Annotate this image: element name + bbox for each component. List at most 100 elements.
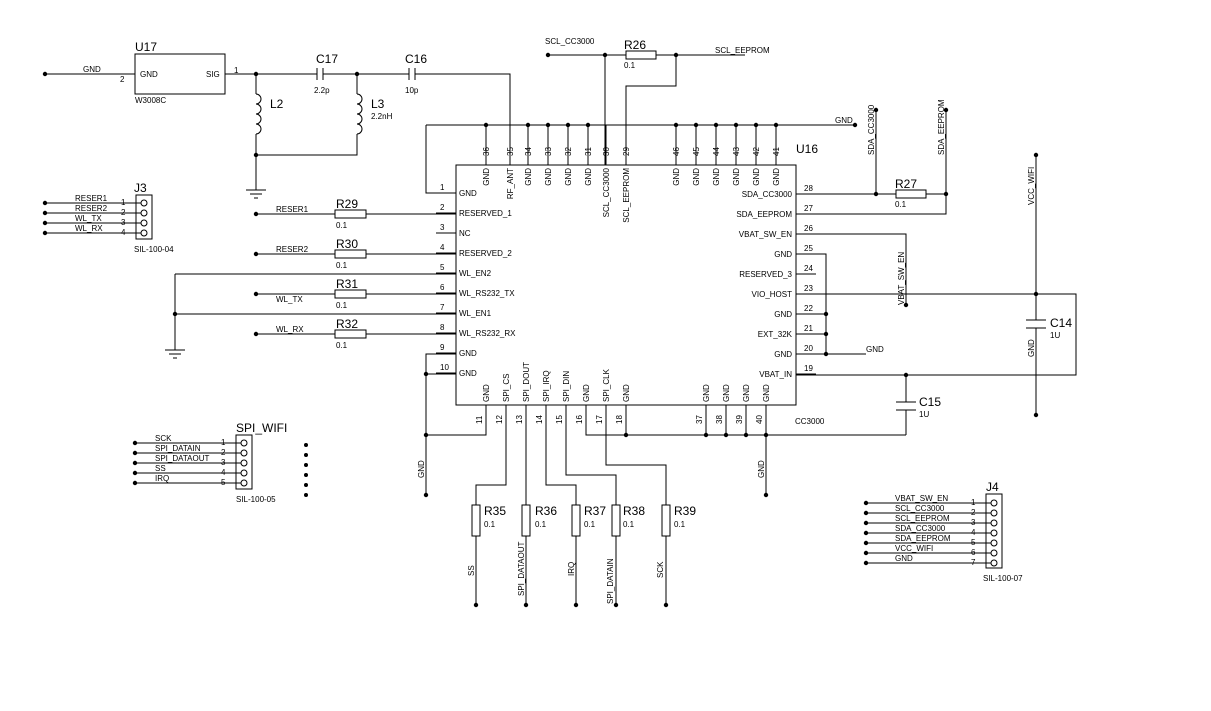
r29-ref: R29: [336, 197, 358, 211]
connector-pin-socket: [990, 509, 998, 517]
vbat-sw-en-wire: [796, 233, 907, 305]
u16-pin-name: SDA_EEPROM: [736, 210, 792, 219]
junction: [673, 52, 679, 58]
junction: [1033, 291, 1039, 297]
u16-pin-number: 36: [482, 147, 491, 156]
connector-pin-number: 3: [121, 218, 126, 227]
u16-pin-number: 4: [440, 243, 445, 252]
connector-pin-socket: [240, 439, 248, 447]
u16-pin-number: 6: [440, 283, 445, 292]
connector-pin-terminal: [863, 560, 869, 566]
wl-rx-net: WL_RX: [276, 325, 304, 334]
r36-body: [521, 504, 531, 537]
u16-pin-number: 40: [755, 415, 764, 424]
unconnected-pin-dot: [304, 493, 308, 497]
junction: [253, 152, 259, 158]
l3-ref: L3: [371, 97, 385, 111]
u16-pin-name: RESERVED_1: [459, 209, 512, 218]
connector-pin-socket: [140, 209, 148, 217]
u17-part: W3008C: [135, 96, 166, 105]
junction: [623, 432, 629, 438]
connector-pin-number: 4: [121, 228, 126, 237]
connector-pin-terminal: [863, 500, 869, 506]
connector-pin-number: 1: [221, 438, 226, 447]
junction: [423, 371, 429, 377]
connector-pin-label: SCL_CC3000: [895, 504, 945, 513]
u16-pin-number: 3: [440, 223, 445, 232]
connector-pin-terminal: [42, 210, 48, 216]
connector-pin-label: WL_TX: [75, 214, 102, 223]
connector-pin-number: 5: [221, 478, 226, 487]
u16-pin-name: GND: [564, 168, 573, 186]
reser1-terminal: [253, 211, 259, 217]
u16-pin-number: 43: [732, 147, 741, 156]
u16-pin-name: VBAT_IN: [759, 370, 792, 379]
spi-dataout-terminal: [523, 602, 529, 608]
u16-pin-number: 33: [544, 147, 553, 156]
unconnected-pin-dot: [304, 463, 308, 467]
sda-eeprom-net: SDA_EEPROM: [937, 99, 946, 155]
r29-body: [334, 209, 367, 219]
connector-pin-socket: [240, 469, 248, 477]
rf-ground-symbol: [246, 189, 266, 199]
u16-pin-name: SPI_DOUT: [522, 362, 531, 402]
junction: [903, 372, 909, 378]
u16-pin-name: GND: [672, 168, 681, 186]
r27-ref: R27: [895, 177, 917, 191]
vcc-wifi-terminal: [1033, 152, 1039, 158]
bottom-left-gnd-wire: [425, 353, 487, 495]
u16-pin-number: 46: [672, 147, 681, 156]
u16-pin-number: 10: [440, 363, 449, 372]
spi-datain-net: SPI_DATAIN: [606, 558, 615, 604]
connector-pin-label: VBAT_SW_EN: [895, 494, 948, 503]
c15-ref: C15: [919, 395, 941, 409]
u16-pin-number: 20: [804, 344, 813, 353]
spi-wifi-ref: SPI_WIFI: [236, 421, 287, 435]
u16-pin-name: SPI_CLK: [602, 368, 611, 402]
connector-pin-socket: [240, 449, 248, 457]
u17-pin-num-sig: 1: [234, 66, 239, 75]
u17-antenna: U17 W3008C GND SIG 2 1 GND: [42, 40, 239, 105]
r30-ref: R30: [336, 237, 358, 251]
u16-pin-number: 1: [440, 183, 445, 192]
r38-wire: [565, 405, 617, 605]
junction: [733, 122, 739, 128]
connector-pin-number: 7: [971, 558, 976, 567]
unconnected-pin-dot: [304, 443, 308, 447]
u16-pin-name: GND: [752, 168, 761, 186]
u16-pin-name: SPI_IRQ: [542, 370, 551, 402]
j3-ref: J3: [134, 181, 147, 195]
u16-pin-name: NC: [459, 229, 471, 238]
u16-pin-name: EXT_32K: [758, 330, 793, 339]
scl-eeprom-wire: [625, 55, 677, 165]
u16-pin-number: 23: [804, 284, 813, 293]
u16-pin-number: 17: [595, 415, 604, 424]
l3-coil: [356, 93, 363, 135]
connector-pin-number: 1: [971, 498, 976, 507]
u16-chip: U16 CC3000 1GND2RESERVED_13NC4RESERVED_2…: [436, 125, 825, 426]
connector-pin-terminal: [132, 440, 138, 446]
u16-pin-number: 16: [575, 415, 584, 424]
r27-value: 0.1: [895, 200, 907, 209]
junction: [545, 122, 551, 128]
r39-body: [661, 504, 671, 537]
c14-symbol: [1026, 319, 1046, 329]
bottom-gnd-net: GND: [757, 460, 766, 478]
u16-pin-name: SCL_EEPROM: [622, 168, 631, 223]
right-gnd-net: GND: [866, 345, 884, 354]
connector-pin-number: 4: [971, 528, 976, 537]
junction: [723, 432, 729, 438]
u16-pin-number: 12: [495, 415, 504, 424]
r39-ref: R39: [674, 504, 696, 518]
bottom-gnd-bus: GND C15 1U: [585, 375, 941, 498]
connector-pin-number: 1: [121, 198, 126, 207]
junction: [565, 122, 571, 128]
spi-resistors: R35 0.1 SS R36 0.1 SPI_DATAOUT R37 0.1 I…: [467, 405, 696, 608]
u16-pin-name: WL_EN1: [459, 309, 492, 318]
u16-pin-number: 2: [440, 203, 445, 212]
bottom-left-gnd-net: GND: [417, 460, 426, 478]
r36-ref: R36: [535, 504, 557, 518]
